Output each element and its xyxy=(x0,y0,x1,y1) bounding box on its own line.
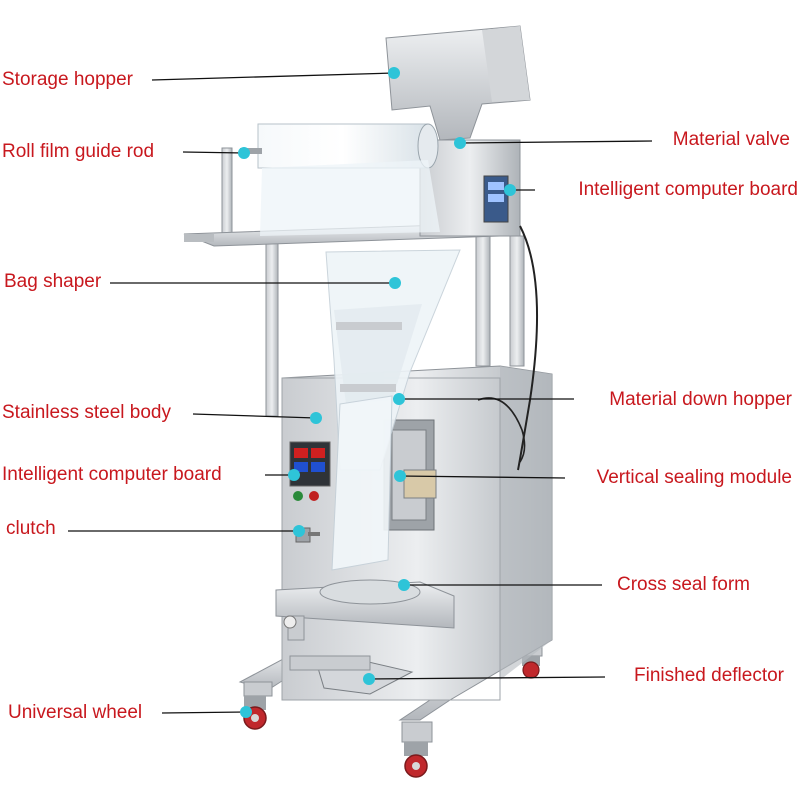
label-vertical-sealing-module: Vertical sealing module xyxy=(596,467,792,488)
marker-dot-material-down-hopper xyxy=(393,393,405,405)
storage-hopper xyxy=(385,25,531,141)
leader-line-storage-hopper xyxy=(151,72,395,81)
callout-layer xyxy=(68,67,653,718)
label-intelligent-computer-board-top: Intelligent computer board xyxy=(578,179,798,200)
marker-dot-clutch xyxy=(293,525,305,537)
roll-film xyxy=(240,123,439,169)
marker-dot-vertical-sealing-module xyxy=(394,470,406,482)
label-intelligent-computer-board-front: Intelligent computer board xyxy=(2,464,222,485)
film-and-bag-shaper xyxy=(260,160,461,571)
label-stainless-steel-body: Stainless steel body xyxy=(2,402,171,423)
label-roll-film-guide-rod: Roll film guide rod xyxy=(2,141,155,162)
universal-wheel-left xyxy=(243,696,267,730)
upright-columns xyxy=(221,147,525,417)
leader-line-universal-wheel xyxy=(161,711,247,714)
cross-seal-tray xyxy=(275,579,455,641)
marker-dot-universal-wheel xyxy=(240,706,252,718)
upper-cabinet xyxy=(419,139,521,237)
marker-dot-stainless-steel-body xyxy=(310,412,322,424)
marker-dot-roll-film-guide-rod xyxy=(238,147,250,159)
label-bag-shaper: Bag shaper xyxy=(4,271,102,292)
marker-dot-intelligent-computer-board-top xyxy=(504,184,516,196)
label-finished-deflector: Finished deflector xyxy=(634,665,784,686)
label-material-down-hopper: Material down hopper xyxy=(609,389,792,410)
marker-dot-finished-deflector xyxy=(363,673,375,685)
label-universal-wheel: Universal wheel xyxy=(8,702,143,723)
marker-dot-storage-hopper xyxy=(388,67,400,79)
vertical-sealing-module xyxy=(383,419,437,531)
front-control-board xyxy=(289,441,331,501)
leader-line-roll-film-guide-rod xyxy=(182,151,245,154)
leader-line-material-valve xyxy=(459,140,653,144)
leader-line-finished-deflector xyxy=(368,676,606,680)
universal-wheel-right xyxy=(404,742,428,778)
marker-dot-material-valve xyxy=(454,137,466,149)
machine-illustration xyxy=(183,25,553,778)
marker-dot-bag-shaper xyxy=(389,277,401,289)
label-cross-seal-form: Cross seal form xyxy=(616,574,750,595)
label-storage-hopper: Storage hopper xyxy=(2,69,133,90)
marker-dot-cross-seal-form xyxy=(398,579,410,591)
label-clutch: clutch xyxy=(6,518,56,539)
stainless-steel-body xyxy=(281,365,553,701)
leader-line-vertical-sealing-module xyxy=(399,475,566,479)
marker-dot-intelligent-computer-board-front xyxy=(288,469,300,481)
leader-line-stainless-steel-body xyxy=(192,413,317,419)
label-material-valve: Material valve xyxy=(672,129,790,150)
